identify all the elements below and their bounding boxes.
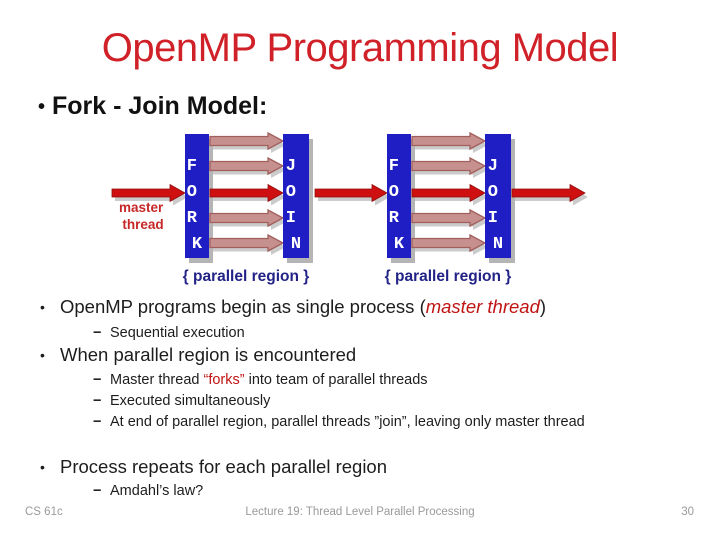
fork-join-diagram: F O R K J O I N F O R K J O I N master t… bbox=[111, 131, 588, 285]
bullet-text: Amdahl’s law? bbox=[110, 483, 204, 499]
worker-thread-arrow bbox=[411, 233, 487, 253]
bullet-marker: − bbox=[93, 414, 102, 430]
bullet-marker: − bbox=[93, 393, 102, 409]
join-bar-1 bbox=[283, 134, 309, 258]
bullet-marker: − bbox=[93, 325, 102, 341]
master-thread-arrow bbox=[511, 183, 586, 203]
worker-thread-arrow bbox=[411, 131, 487, 151]
fork-bar-1 bbox=[185, 134, 209, 258]
bullet-item: • When parallel region is encountered bbox=[40, 344, 356, 366]
worker-thread-arrow bbox=[411, 208, 487, 228]
join-bar-1-label: J O I N bbox=[286, 157, 306, 254]
join-bar-2 bbox=[485, 134, 511, 258]
bullet-item: • OpenMP programs begin as single process… bbox=[40, 296, 546, 318]
bullet-text: Process repeats for each parallel region bbox=[60, 456, 388, 477]
sub-bullet-item: −At end of parallel region, parallel thr… bbox=[93, 412, 605, 432]
sub-bullet-item: −Amdahl’s law? bbox=[93, 481, 203, 501]
bullet-text: Master thread “forks” into team of paral… bbox=[110, 372, 428, 388]
parallel-region-label-1: { parallel region } bbox=[183, 268, 310, 285]
fork-bar-1-label: F O R K bbox=[187, 157, 207, 254]
parallel-region-label-2: { parallel region } bbox=[385, 268, 512, 285]
bullet-text: OpenMP programs begin as single process … bbox=[60, 296, 547, 317]
bullet-item: • Process repeats for each parallel regio… bbox=[40, 456, 387, 478]
footer-course: CS 61c bbox=[25, 506, 63, 518]
master-thread-arrow bbox=[111, 183, 186, 203]
fork-bar-2 bbox=[387, 134, 411, 258]
bullet-text: At end of parallel region, parallel thre… bbox=[110, 414, 585, 430]
bullet-marker: • bbox=[40, 347, 45, 363]
heading-fork-join: • Fork - Join Model: bbox=[38, 92, 267, 121]
bullet-marker: • bbox=[38, 96, 46, 118]
master-thread-arrow bbox=[209, 183, 284, 203]
worker-thread-arrow bbox=[209, 208, 285, 228]
master-thread-label: master thread bbox=[119, 200, 167, 232]
bullet-text: Executed simultaneously bbox=[110, 393, 271, 409]
worker-thread-arrow bbox=[209, 131, 285, 151]
fork-bar-2-label: F O R K bbox=[389, 157, 409, 254]
master-thread-arrow bbox=[314, 183, 388, 203]
footer-lecture-title: Lecture 19: Thread Level Parallel Proces… bbox=[245, 506, 475, 518]
join-bar-2-label: J O I N bbox=[488, 157, 508, 254]
arrow-layer bbox=[111, 131, 588, 255]
heading-text: Fork - Join Model: bbox=[52, 92, 268, 120]
worker-thread-arrow bbox=[209, 233, 285, 253]
sub-bullet-item: −Sequential execution bbox=[93, 323, 245, 343]
worker-thread-arrow bbox=[209, 156, 285, 176]
bullet-text: When parallel region is encountered bbox=[60, 344, 357, 365]
bullet-marker: • bbox=[40, 459, 45, 475]
bullet-marker: − bbox=[93, 372, 102, 388]
sub-bullet-item: −Master thread “forks” into team of para… bbox=[93, 370, 428, 390]
bullet-text: Sequential execution bbox=[110, 325, 245, 341]
bullet-marker: − bbox=[93, 483, 102, 499]
page-title: OpenMP Programming Model bbox=[101, 26, 619, 70]
sub-bullet-item: −Executed simultaneously bbox=[93, 391, 270, 411]
master-thread-arrow bbox=[411, 183, 486, 203]
footer-page-number: 30 bbox=[681, 506, 694, 518]
worker-thread-arrow bbox=[411, 156, 487, 176]
bullet-marker: • bbox=[40, 299, 45, 315]
